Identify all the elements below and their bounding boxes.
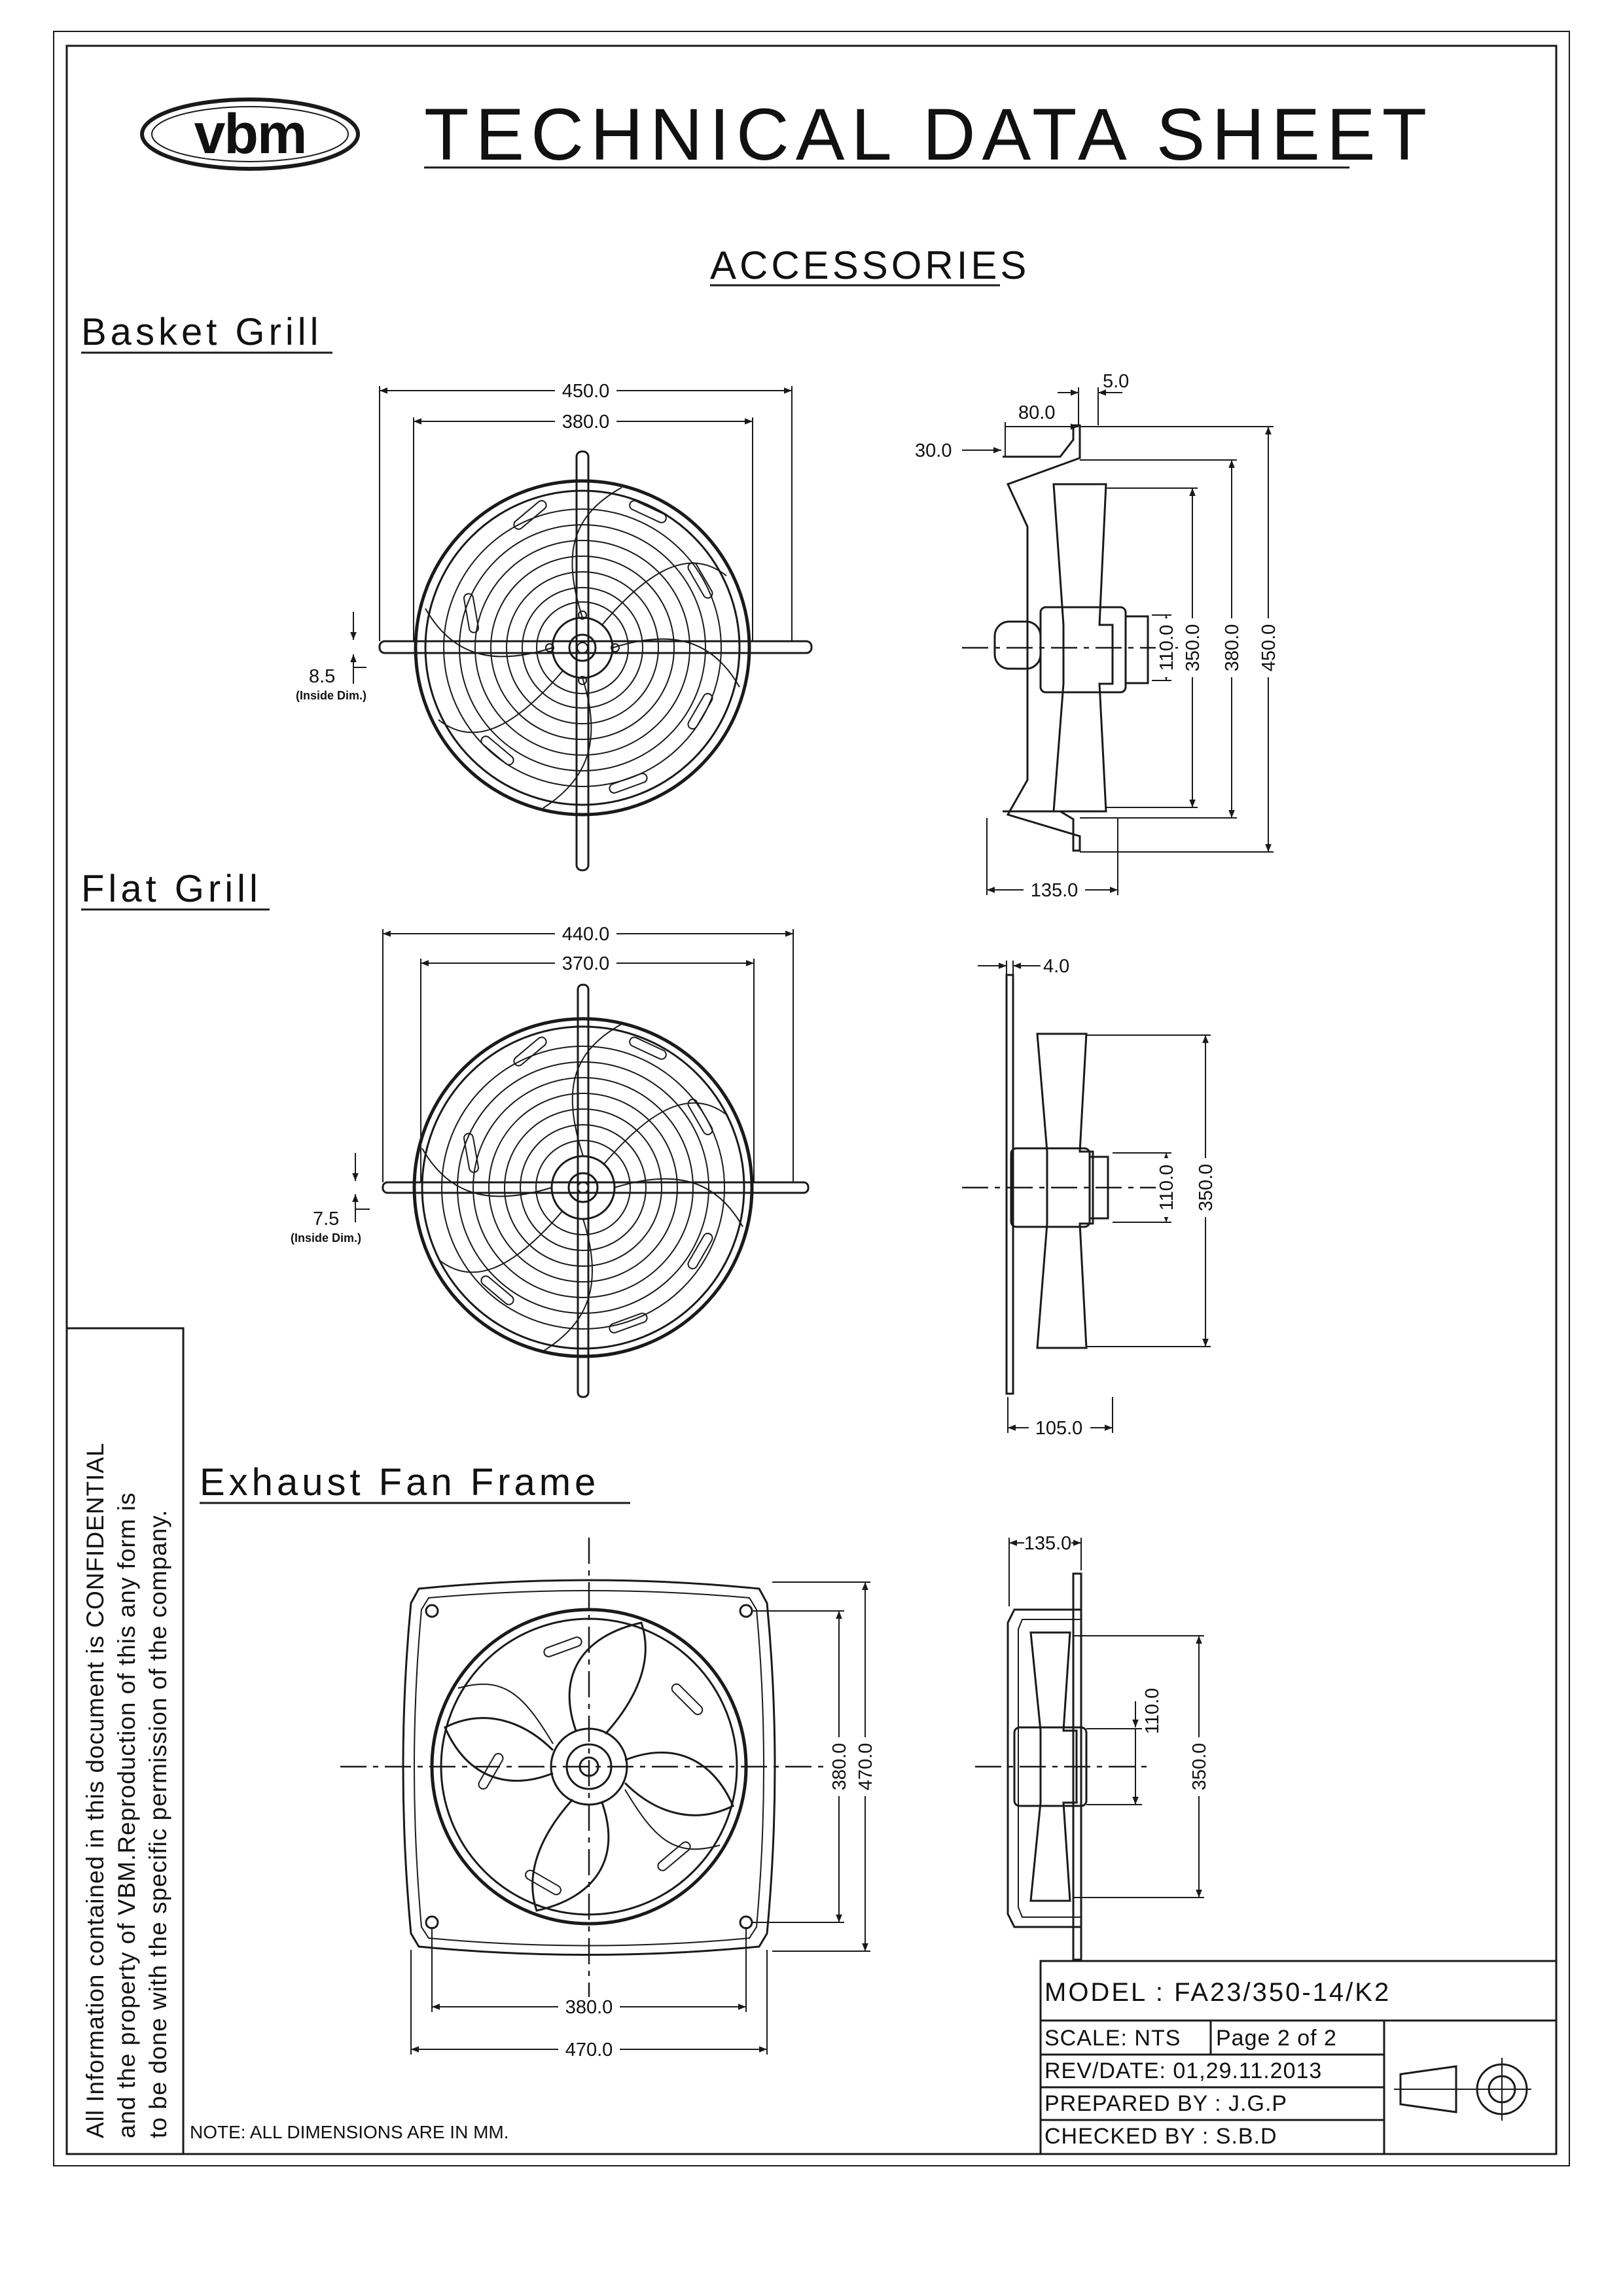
flat-d1-label: 110.0 [1156, 1165, 1177, 1210]
exhaust-frame-front-view [340, 1538, 838, 2002]
prepared-by-label: PREPARED BY : J.G.P [1044, 2091, 1287, 2116]
exhaust-depth-label: 135.0 [1024, 1533, 1072, 1554]
sheet-title: TECHNICAL DATA SHEET [424, 94, 1433, 175]
confidential-line-3: to be done with the specific permission … [145, 1510, 171, 2138]
exhaust-frame-heading: Exhaust Fan Frame [200, 1461, 599, 1504]
accessories-heading: ACCESSORIES [710, 243, 1029, 287]
basket-grill-side-view [962, 424, 1191, 852]
confidential-notice: All Information contained in this docume… [82, 1442, 171, 2138]
logo-text: vbm [194, 103, 306, 166]
exhaust-width-h-label: 470.0 [565, 2040, 613, 2060]
flat-grill-side-dimensions: 4.0 105.0 110.0 350.0 [978, 956, 1217, 1439]
basket-offset-label: 80.0 [1018, 402, 1055, 423]
exhaust-frame-side-dimensions: 135.0 110.0 350.0 [1008, 1533, 1210, 1898]
projection-symbol-icon [1394, 2058, 1531, 2121]
title-block: MODEL : FA23/350-14/K2 SCALE: NTS Page 2… [1039, 1960, 1558, 2155]
exhaust-d1-label: 110.0 [1142, 1688, 1163, 1734]
inner-border [65, 44, 1558, 2155]
exhaust-pitch-v-label: 380.0 [829, 1743, 850, 1791]
page-label: Page 2 of 2 [1216, 2026, 1337, 2051]
model-label: MODEL : FA23/350-14/K2 [1044, 1978, 1391, 2007]
scale-label: SCALE: NTS [1044, 2026, 1181, 2051]
flat-grill-front-dimensions: 440.0 370.0 7.5 (Inside Dim.) [291, 924, 794, 1245]
basket-grill-heading: Basket Grill [81, 311, 323, 353]
basket-grill-front-dimensions: 450.0 380.0 8.5 (Inside Dim.) [296, 381, 793, 702]
checked-by-label: CHECKED BY : S.B.D [1044, 2124, 1277, 2149]
basket-slot-label: 8.5 [309, 666, 335, 687]
vbm-logo: vbm [140, 97, 360, 171]
exhaust-pitch-h-label: 380.0 [565, 1997, 613, 2018]
flat-slot-label: 7.5 [313, 1209, 339, 1229]
basket-d4-label: 450.0 [1258, 624, 1279, 672]
dimensions-note: NOTE: ALL DIMENSIONS ARE IN MM. [190, 2122, 509, 2142]
basket-flange-label: 30.0 [915, 440, 952, 461]
confidential-box [65, 1327, 185, 2155]
basket-grill-front-view [378, 450, 813, 872]
flat-pitch-label: 370.0 [562, 953, 610, 974]
basket-grill-side-dimensions: 5.0 80.0 30.0 135.0 110.0 350.0 380.0 45… [915, 371, 1279, 901]
flat-grill-side-view [962, 974, 1165, 1395]
outer-border [53, 31, 1570, 2166]
flat-grill-front-view [382, 983, 810, 1398]
flat-d2-label: 350.0 [1196, 1164, 1217, 1212]
exhaust-frame-front-dimensions: 380.0 470.0 380.0 470.0 [410, 1581, 876, 2060]
exhaust-frame-side-view [975, 1572, 1152, 1961]
basket-d1-label: 110.0 [1156, 625, 1177, 671]
basket-rim-label: 5.0 [1103, 371, 1129, 392]
basket-slot-note: (Inside Dim.) [296, 689, 366, 702]
confidential-line-1: All Information contained in this docume… [82, 1442, 109, 2138]
basket-d2-label: 350.0 [1183, 624, 1204, 672]
flat-grill-heading: Flat Grill [81, 868, 262, 910]
confidential-line-2: and the property of VBM.Reproduction of … [113, 1492, 140, 2138]
flat-rim-label: 4.0 [1043, 956, 1069, 977]
flat-depth-label: 105.0 [1035, 1418, 1083, 1439]
exhaust-width-v-label: 470.0 [855, 1743, 876, 1791]
basket-depth-label: 135.0 [1031, 880, 1079, 901]
flat-slot-note: (Inside Dim.) [291, 1231, 361, 1245]
basket-width-label: 450.0 [562, 381, 610, 402]
flat-width-label: 440.0 [562, 924, 610, 945]
basket-d3-label: 380.0 [1222, 624, 1243, 672]
basket-pitch-label: 380.0 [562, 412, 610, 433]
rev-date-label: REV/DATE: 01,29.11.2013 [1044, 2058, 1322, 2083]
exhaust-d2-label: 350.0 [1189, 1743, 1210, 1791]
